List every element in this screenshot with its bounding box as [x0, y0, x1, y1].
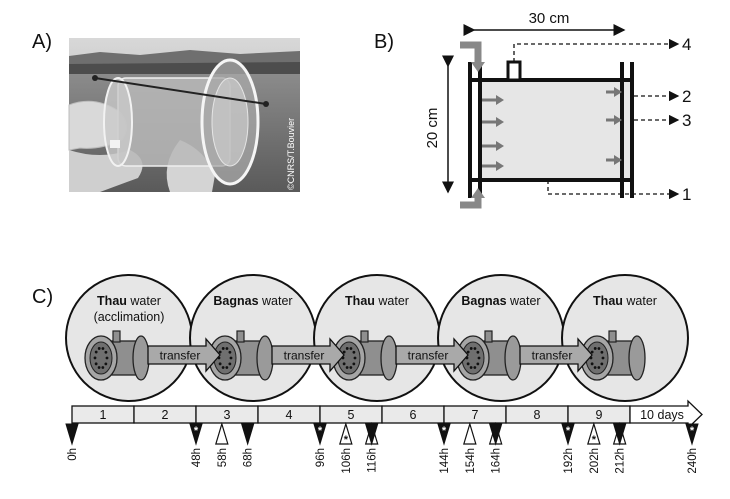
water-label: Thau water	[345, 294, 409, 308]
chamber-icon	[456, 330, 522, 381]
day-label: 9	[596, 408, 603, 422]
time-label: 164h	[491, 448, 503, 474]
port-label-3: 3	[682, 111, 691, 130]
day-box: 2	[133, 405, 197, 424]
time-label: 96h	[315, 448, 327, 467]
time-label: 48h	[191, 448, 203, 467]
sampling-marker-filled	[364, 423, 379, 446]
chamber-icon	[332, 330, 398, 381]
sampling-marker-filled	[612, 423, 627, 446]
day-box: 9	[567, 405, 631, 424]
day-label: 7	[472, 408, 479, 422]
sampling-marker-filled: *	[189, 423, 203, 446]
height-label: 20 cm	[424, 108, 441, 149]
day-box: 5	[319, 405, 383, 424]
photo-credit: ©CNRS/T.Bouvier	[286, 118, 296, 190]
day-label: 2	[162, 408, 169, 422]
star-mark: *	[318, 425, 323, 437]
transfer-label: transfer	[408, 349, 449, 363]
transfer-arrow: transfer	[519, 337, 593, 373]
time-label: 144h	[439, 448, 451, 474]
sampling-marker-filled: *	[313, 423, 327, 446]
star-mark: *	[566, 425, 571, 437]
sampling-marker-open: *	[587, 421, 601, 446]
sampling-marker-filled: *	[437, 423, 451, 446]
time-label: 106h	[341, 448, 353, 474]
star-mark: *	[690, 425, 695, 437]
day-label: 8	[534, 408, 541, 422]
incubation-circle: Thau water	[561, 274, 689, 402]
day-box: 6	[381, 405, 445, 424]
incubation-circles: Thau water (acclimation) Bagnas water Thau …	[65, 274, 689, 402]
panel-label-c: C)	[32, 286, 53, 308]
day-box: 1	[71, 405, 135, 424]
transfer-label: transfer	[532, 349, 573, 363]
day-label: 1	[100, 408, 107, 422]
port-label-4: 4	[682, 35, 691, 54]
transfer-arrow: transfer	[147, 337, 221, 373]
sampling-marker-open	[215, 421, 229, 445]
transfer-label: transfer	[284, 349, 325, 363]
day-label: 4	[286, 408, 293, 422]
star-mark: *	[194, 425, 199, 437]
sampling-marker-filled	[240, 423, 255, 446]
time-label: 0h	[67, 448, 79, 461]
time-label: 212h	[615, 448, 627, 474]
water-label: Bagnas water	[461, 294, 540, 308]
sampling-marker-filled	[65, 423, 79, 446]
panel-label-a: A)	[32, 31, 52, 53]
sampling-marker-filled: *	[561, 423, 575, 446]
last-day-label: 10 days	[640, 408, 684, 422]
width-label: 30 cm	[529, 10, 570, 27]
transfer-arrow: transfer	[395, 337, 469, 373]
time-label: 116h	[367, 448, 379, 473]
star-mark: *	[344, 434, 349, 446]
time-label: 202h	[589, 448, 601, 474]
day-label: 3	[224, 408, 231, 422]
schematic	[442, 24, 680, 209]
acclimation-label: (acclimation)	[94, 310, 165, 324]
time-label: 192h	[563, 448, 575, 474]
star-mark: *	[592, 434, 597, 446]
port-label-2: 2	[682, 87, 691, 106]
chamber-icon	[84, 330, 150, 381]
transfer-arrow: transfer	[271, 337, 345, 373]
final-day-arrow: 10 days	[629, 399, 703, 430]
time-label: 68h	[243, 448, 255, 467]
incubation-circle: Bagnas water	[437, 274, 565, 402]
day-label: 6	[410, 408, 417, 422]
day-box: 7	[443, 405, 507, 424]
incubation-circle: Thau water	[313, 274, 441, 402]
chamber-icon	[580, 330, 646, 381]
incubation-circle: Thau water (acclimation)	[65, 274, 193, 402]
day-box: 8	[505, 405, 569, 424]
panel-label-b: B)	[374, 31, 394, 53]
time-label: 58h	[217, 448, 229, 467]
time-label: 154h	[465, 448, 477, 474]
water-label: Bagnas water	[213, 294, 292, 308]
day-box: 3	[195, 405, 259, 424]
sampling-marker-open	[463, 421, 477, 445]
day-label: 5	[348, 408, 355, 422]
star-mark: *	[442, 425, 447, 437]
photo	[68, 38, 300, 192]
day-box: 4	[257, 405, 321, 424]
port-label-1: 1	[682, 185, 691, 204]
time-label: 240h	[687, 448, 699, 474]
transfer-label: transfer	[160, 349, 201, 363]
incubation-circle: Bagnas water	[189, 274, 317, 402]
sampling-marker-filled	[488, 423, 503, 446]
sampling-marker-open: *	[339, 421, 353, 446]
sampling-marker-filled: *	[685, 423, 699, 446]
water-label: Thau water	[593, 294, 657, 308]
water-label: Thau water	[97, 294, 161, 308]
